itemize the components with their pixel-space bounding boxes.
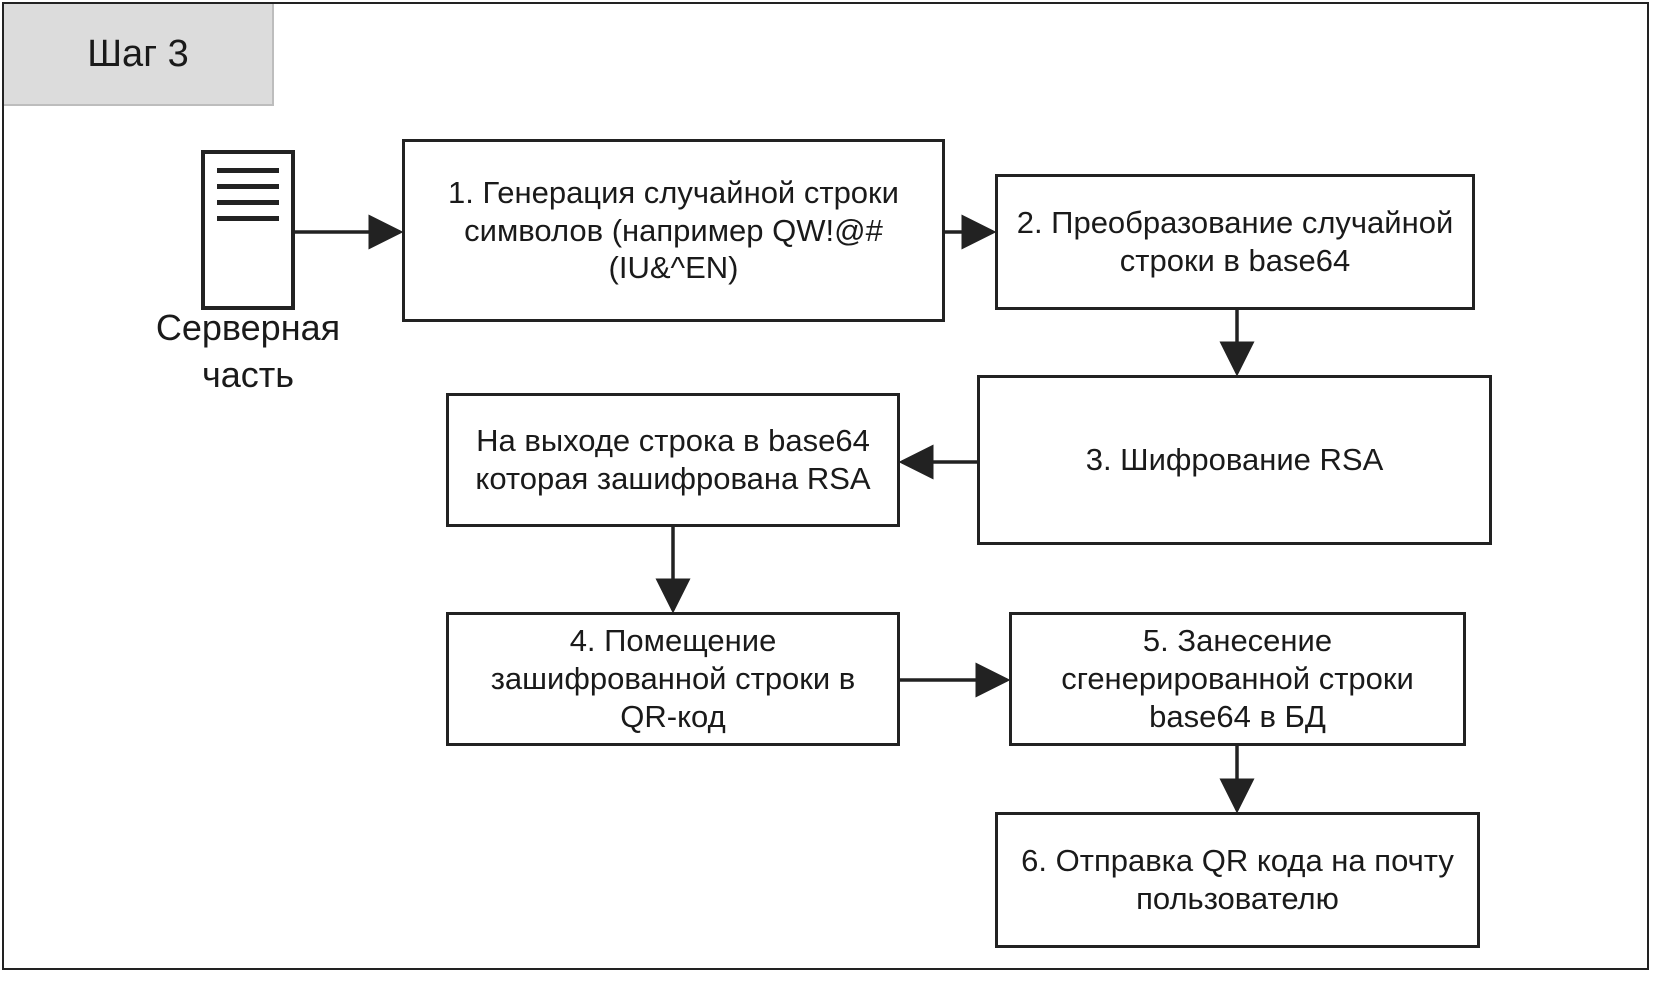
server-icon xyxy=(201,150,295,310)
step3-text: 3. Шифрование RSA xyxy=(1085,442,1384,478)
step4-box: 4. Помещение зашифрованной строки в QR-к… xyxy=(446,612,900,746)
server-slot-line xyxy=(217,216,279,221)
step6-box: 6. Отправка QR кода на почту пользовател… xyxy=(995,812,1480,948)
step5-text: 5. Занесение сгенерированной строки base… xyxy=(1061,623,1414,734)
step4-text: 4. Помещение зашифрованной строки в QR-к… xyxy=(490,623,856,734)
server-slot-line xyxy=(217,200,279,205)
server-slot-line xyxy=(217,184,279,189)
server-slot-line xyxy=(217,168,279,173)
step1-text: 1. Генерация случайной строки символов (… xyxy=(448,174,899,286)
step6-text: 6. Отправка QR кода на почту пользовател… xyxy=(1021,843,1454,916)
result-box: На выходе строка в base64 которая зашифр… xyxy=(446,393,900,527)
step2-box: 2. Преобразование случайной строки в bas… xyxy=(995,174,1475,310)
step-label: Шаг 3 xyxy=(87,32,189,75)
step-tab: Шаг 3 xyxy=(4,4,274,106)
result-text: На выходе строка в base64 которая зашифр… xyxy=(475,423,871,496)
step5-box: 5. Занесение сгенерированной строки base… xyxy=(1009,612,1466,746)
step1-box: 1. Генерация случайной строки символов (… xyxy=(402,139,945,322)
step2-text: 2. Преобразование случайной строки в bas… xyxy=(1016,205,1454,278)
server-label: Серверная часть xyxy=(155,307,341,395)
step3-box: 3. Шифрование RSA xyxy=(977,375,1492,545)
